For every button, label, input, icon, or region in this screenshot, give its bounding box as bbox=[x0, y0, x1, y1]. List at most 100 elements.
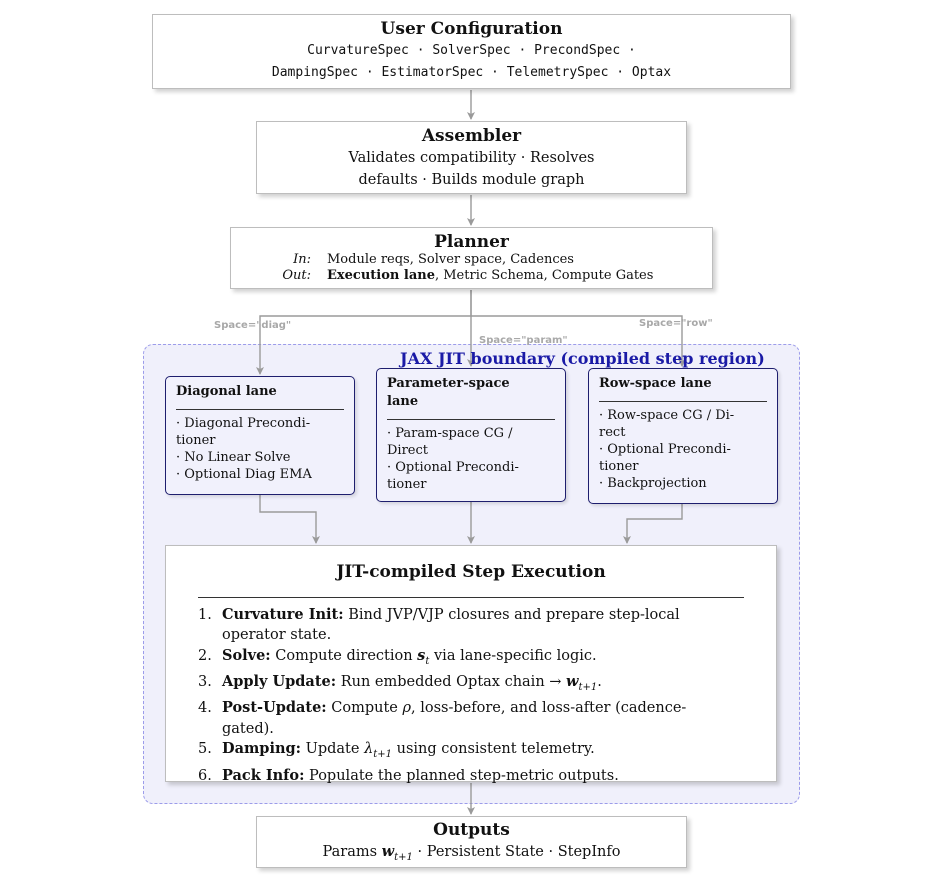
space-label-diag: Space="diag" bbox=[214, 320, 292, 331]
execution-step-label: Solve: bbox=[222, 646, 271, 664]
parameter-lane-item: Direct bbox=[387, 443, 428, 458]
execution-step-description: Update bbox=[301, 741, 365, 758]
execution-step-description: Bind JVP/VJP closures and prepare step-l… bbox=[343, 607, 680, 623]
execution-step-label: Damping: bbox=[222, 740, 301, 758]
execution-step-description: , loss-before, and loss-after (cadence- bbox=[411, 700, 687, 717]
planner-out-key: Out: bbox=[282, 268, 311, 283]
diagonal-lane-item: tioner bbox=[176, 433, 216, 448]
execution-step-description: Run embedded Optax chain → bbox=[336, 674, 567, 691]
math-symbol: λ bbox=[364, 741, 374, 758]
row-lane-item: · Backprojection bbox=[599, 476, 707, 491]
execution-step-continuation: operator state. bbox=[222, 627, 332, 644]
execution-step-text: Damping: Update λt+1 using consistent te… bbox=[222, 739, 744, 765]
math-symbol: s bbox=[417, 646, 426, 664]
execution-steps-list: 1. Curvature Init: Bind JVP/VJP closures… bbox=[198, 605, 744, 786]
assembler-line2: defaults · Builds module graph bbox=[358, 172, 585, 188]
math-subscript: t bbox=[425, 655, 430, 667]
execution-title: JIT-compiled Step Execution bbox=[336, 562, 606, 582]
arrow-row-to-exec bbox=[623, 504, 683, 544]
planner-in-value: Module reqs, Solver space, Cadences bbox=[327, 252, 574, 267]
parameter-lane-item: · Optional Precondi- bbox=[387, 460, 519, 475]
user-configuration-specs-line1: CurvatureSpec · SolverSpec · PrecondSpec… bbox=[307, 43, 636, 58]
execution-step-description: . bbox=[597, 674, 602, 691]
row-lane-item: tioner bbox=[599, 459, 639, 474]
outputs-title: Outputs bbox=[433, 820, 510, 840]
parameter-lane-title: Parameter-space lane bbox=[387, 375, 555, 420]
math-subscript: t+1 bbox=[578, 682, 598, 693]
execution-step-text: Post-Update: Compute ρ, loss-before, and… bbox=[222, 698, 744, 739]
row-lane-item: · Optional Precondi- bbox=[599, 442, 731, 457]
execution-step-description: Populate the planned step-metric outputs… bbox=[304, 767, 619, 784]
execution-divider bbox=[198, 597, 744, 598]
math-symbol: w bbox=[381, 843, 395, 860]
user-configuration-box: User Configuration CurvatureSpec · Solve… bbox=[152, 14, 791, 89]
execution-step-text: Apply Update: Run embedded Optax chain →… bbox=[222, 672, 744, 698]
arrow-diagonal-to-exec bbox=[259, 495, 320, 544]
assembler-title: Assembler bbox=[421, 126, 522, 146]
execution-step-description: via lane-specific logic. bbox=[429, 647, 597, 664]
planner-in-key: In: bbox=[293, 252, 311, 267]
diagonal-lane-item: · No Linear Solve bbox=[176, 450, 291, 465]
execution-step: 5. Damping: Update λt+1 using consistent… bbox=[198, 739, 744, 765]
space-label-param: Space="param" bbox=[479, 335, 568, 346]
execution-step-number: 4. bbox=[198, 700, 212, 717]
planner-title: Planner bbox=[434, 232, 509, 252]
execution-step-continuation: gated). bbox=[222, 720, 274, 737]
execution-step: 1. Curvature Init: Bind JVP/VJP closures… bbox=[198, 605, 744, 646]
execution-step-number: 6. bbox=[198, 767, 212, 784]
user-configuration-title: User Configuration bbox=[380, 19, 563, 39]
math-subscript: t+1 bbox=[394, 851, 413, 863]
row-lane-item: rect bbox=[599, 425, 626, 440]
execution-step-label: Post-Update: bbox=[222, 699, 327, 717]
diagonal-lane-item: · Optional Diag EMA bbox=[176, 467, 312, 482]
jit-boundary-label: JAX JIT boundary (compiled step region) bbox=[400, 349, 765, 368]
execution-step: 6. Pack Info: Populate the planned step-… bbox=[198, 766, 744, 786]
diagonal-lane-box: Diagonal lane · Diagonal Precondi- tione… bbox=[165, 376, 355, 495]
outputs-rest: · Persistent State · StepInfo bbox=[412, 844, 621, 860]
diagonal-lane-title: Diagonal lane bbox=[176, 383, 344, 410]
execution-step-text: Solve: Compute direction st via lane-spe… bbox=[222, 646, 744, 672]
parameter-lane-box: Parameter-space lane · Param-space CG / … bbox=[376, 368, 566, 502]
execution-step: 4. Post-Update: Compute ρ, loss-before, … bbox=[198, 698, 744, 739]
execution-step: 2. Solve: Compute direction st via lane-… bbox=[198, 646, 744, 672]
planner-out-execution-lane: Execution lane bbox=[327, 268, 435, 283]
parameter-lane-item: · Param-space CG / bbox=[387, 426, 513, 441]
execution-step-number: 1. bbox=[198, 607, 212, 623]
execution-step-description: Compute direction bbox=[270, 647, 418, 664]
row-lane-item: · Row-space CG / Di- bbox=[599, 408, 735, 423]
execution-step-text: Curvature Init: Bind JVP/VJP closures an… bbox=[222, 605, 744, 646]
planner-out-row: Out: Execution lane, Metric Schema, Compu… bbox=[231, 268, 712, 284]
parameter-lane-title-line2: lane bbox=[387, 394, 419, 409]
space-label-row: Space="row" bbox=[639, 318, 713, 329]
execution-step-label: Apply Update: bbox=[222, 673, 337, 691]
execution-step-label: Curvature Init: bbox=[222, 606, 344, 623]
math-symbol: w bbox=[566, 673, 579, 691]
execution-step-number: 3. bbox=[198, 674, 212, 691]
assembler-line1: Validates compatibility · Resolves bbox=[348, 150, 595, 166]
execution-step-number: 2. bbox=[198, 647, 212, 664]
execution-step-description: Compute bbox=[326, 700, 403, 717]
outputs-params-label: Params bbox=[322, 844, 382, 860]
user-configuration-specs-line2: DampingSpec · EstimatorSpec · TelemetryS… bbox=[271, 65, 672, 80]
math-subscript: t+1 bbox=[373, 749, 393, 761]
assembler-box: Assembler Validates compatibility · Reso… bbox=[256, 121, 687, 194]
outputs-description: Params wt+1 · Persistent State · StepInf… bbox=[257, 841, 686, 869]
parameter-lane-item: tioner bbox=[387, 477, 427, 492]
execution-step: 3. Apply Update: Run embedded Optax chai… bbox=[198, 672, 744, 698]
execution-step-number: 5. bbox=[198, 741, 212, 758]
execution-step-text: Pack Info: Populate the planned step-met… bbox=[222, 766, 744, 786]
execution-step-description: using consistent telemetry. bbox=[392, 741, 595, 758]
planner-box: Planner In: Module reqs, Solver space, Ca… bbox=[230, 227, 713, 289]
math-symbol: ρ bbox=[402, 700, 412, 717]
outputs-box: Outputs Params wt+1 · Persistent State ·… bbox=[256, 816, 687, 868]
row-lane-box: Row-space lane · Row-space CG / Di- rect… bbox=[588, 368, 778, 504]
parameter-lane-title-line1: Parameter-space bbox=[387, 376, 510, 391]
planner-out-rest: , Metric Schema, Compute Gates bbox=[434, 268, 654, 283]
diagonal-lane-item: · Diagonal Precondi- bbox=[176, 416, 311, 431]
execution-box: JIT-compiled Step Execution 1. Curvature… bbox=[165, 545, 777, 784]
arrow-planner-to-row bbox=[471, 315, 686, 367]
execution-step-label: Pack Info: bbox=[222, 766, 305, 784]
planner-in-row: In: Module reqs, Solver space, Cadences bbox=[231, 252, 712, 268]
row-lane-title: Row-space lane bbox=[599, 375, 767, 402]
